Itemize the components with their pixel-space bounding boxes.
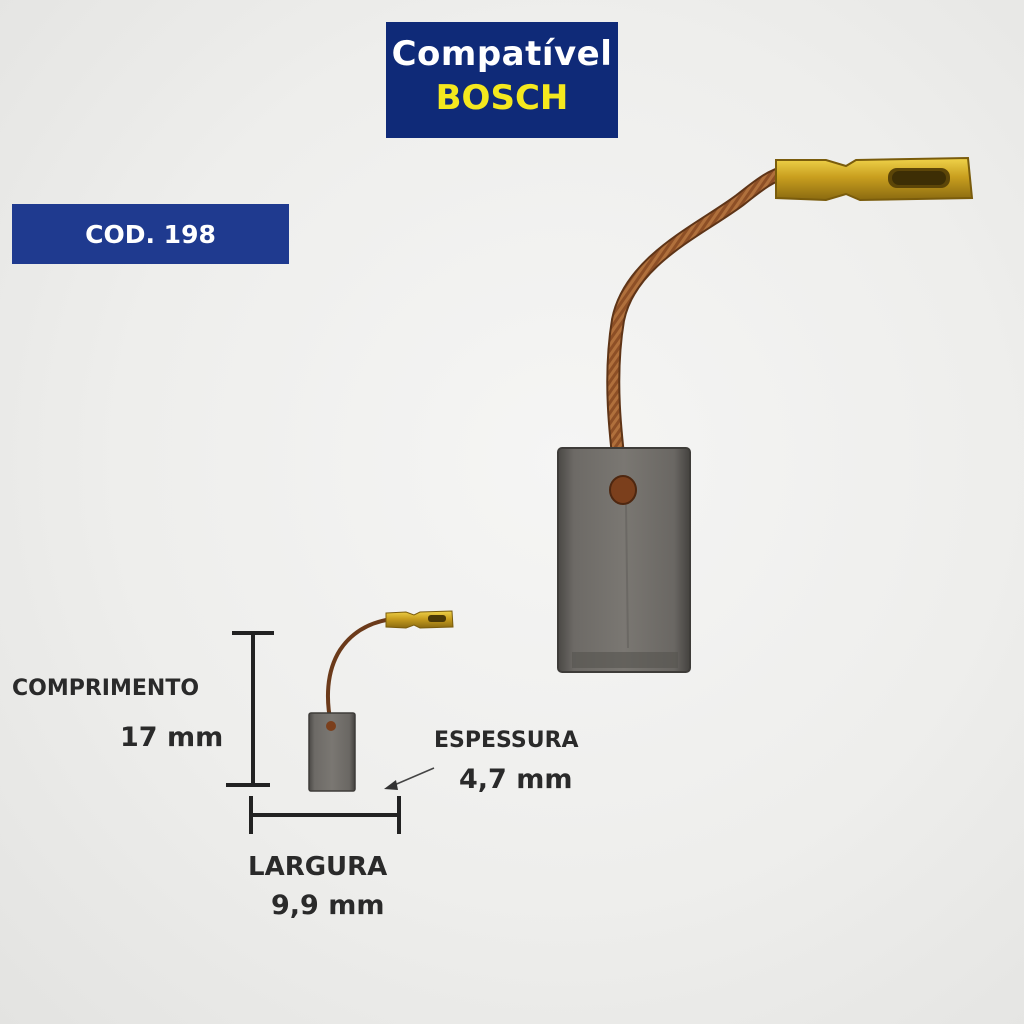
espessura-label: ESPESSURA: [434, 728, 579, 753]
largura-label: LARGURA: [248, 852, 388, 882]
largura-dimension-line: [249, 796, 401, 834]
comprimento-label: COMPRIMENTO: [12, 676, 200, 701]
comprimento-value: 17 mm: [120, 722, 224, 753]
compatibility-badge: Compatível BOSCH: [386, 22, 618, 138]
small-brush-carbon-block: [308, 712, 356, 792]
espessura-pointer-arrow: [384, 767, 435, 790]
comprimento-dimension-line: [226, 631, 274, 787]
espessura-value: 4,7 mm: [459, 764, 573, 795]
small-brush-terminal: [385, 610, 454, 629]
large-carbon-brush: [557, 156, 974, 673]
largura-value: 9,9 mm: [271, 890, 385, 921]
large-brush-carbon-block: [557, 447, 691, 673]
small-carbon-brush: [308, 610, 454, 792]
brand-name: BOSCH: [435, 78, 569, 118]
large-brush-terminal: [775, 156, 974, 202]
product-code-badge: COD. 198: [12, 204, 289, 264]
small-brush-copper-wire: [326, 617, 394, 726]
large-brush-copper-wire: [606, 165, 793, 497]
compatible-label: Compatível: [391, 34, 613, 74]
